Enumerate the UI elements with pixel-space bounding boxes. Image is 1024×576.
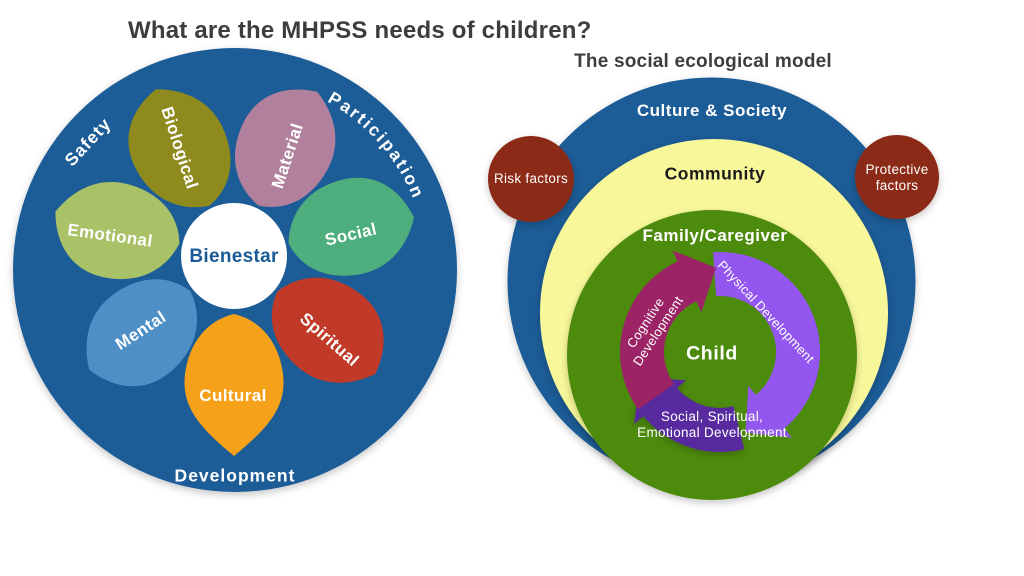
label-family-caregiver: Family/Caregiver	[642, 225, 788, 245]
page-title: What are the MHPSS needs of children?	[128, 17, 592, 44]
petal-material	[235, 89, 336, 207]
label-protective-factors: Protective factors	[865, 162, 929, 193]
petal-cultural	[184, 314, 284, 456]
petal-label-cultural: Cultural	[199, 385, 267, 405]
petal-mental	[86, 279, 197, 387]
label-child: Child	[686, 342, 738, 365]
label-social-spiritual-emotional: Social, Spiritual, Emotional Development	[637, 409, 787, 440]
ecological-model-diagram	[488, 77, 939, 500]
mhpss-flower-diagram: Participation	[13, 48, 457, 492]
protective-factors-circle	[855, 135, 939, 219]
label-culture-society: Culture & Society	[636, 100, 788, 120]
petal-emotional	[55, 181, 180, 280]
risk-factors-circle	[488, 136, 574, 222]
flower-center-label: Bienestar	[189, 245, 279, 267]
petal-social	[288, 177, 414, 276]
flower-petals	[55, 89, 414, 456]
flower-center-disc	[181, 203, 287, 309]
eco-subtitle: The social ecological model	[574, 51, 832, 72]
label-community: Community	[664, 163, 766, 184]
arrow-physical-development	[713, 251, 821, 438]
petal-spiritual	[271, 277, 384, 383]
label-risk-factors: Risk factors	[493, 171, 569, 187]
ring-label-development: Development	[174, 465, 296, 486]
arrow-social-spiritual-emotional	[634, 377, 745, 452]
arrow-cognitive-development	[619, 250, 716, 410]
petal-biological	[128, 89, 231, 208]
